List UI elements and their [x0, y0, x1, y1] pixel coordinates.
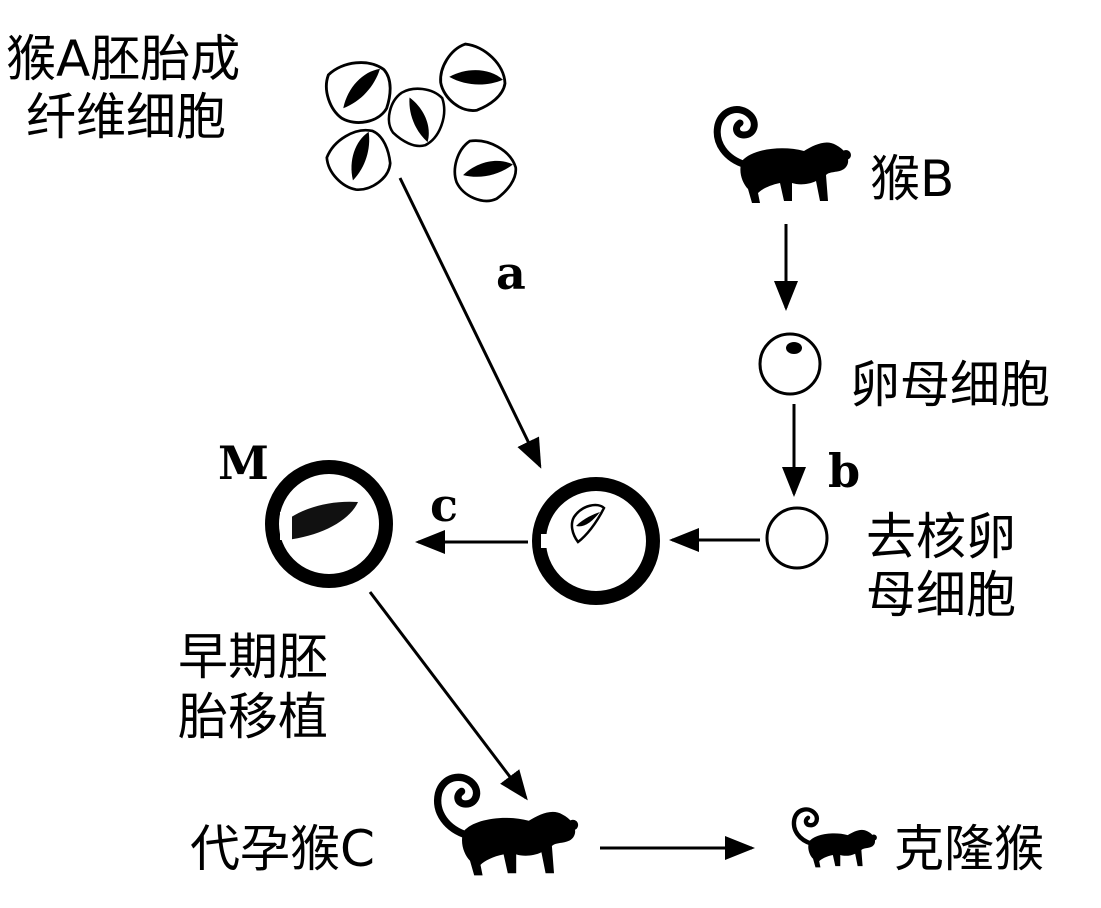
label-surrogate: 代孕猴C — [190, 820, 375, 878]
cloned-monkey-icon — [794, 809, 877, 867]
label-enucleated-line2: 母细胞 — [866, 566, 1016, 624]
fibroblast-cell-icon — [319, 53, 400, 132]
fibroblast-cell-icon — [444, 133, 524, 211]
label-transfer-line2: 胎移植 — [178, 688, 328, 746]
label-monkey-a-cells-line2: 纤维细胞 — [26, 88, 226, 146]
monkey-b-icon — [717, 110, 851, 203]
reconstructed-cell-icon — [532, 477, 660, 605]
step-a-label: a — [496, 246, 526, 300]
arrow-a — [398, 177, 542, 469]
surrogate-monkey-icon — [438, 777, 578, 875]
label-monkey-b: 猴B — [870, 150, 955, 208]
label-enucleated-line1: 去核卵 — [866, 508, 1016, 566]
fibroblast-cell-icon — [383, 82, 450, 151]
label-oocyte: 卵母细胞 — [850, 356, 1050, 414]
label-transfer-line1: 早期胚 — [178, 628, 328, 686]
label-monkey-a-cells-line1: 猴A胚胎成 — [6, 30, 241, 88]
label-clone: 克隆猴 — [894, 820, 1044, 878]
enucleated-oocyte-icon — [765, 506, 829, 570]
arrow-embryo-transfer — [368, 591, 528, 801]
oocyte-icon — [758, 332, 822, 396]
early-embryo-icon — [265, 460, 393, 588]
embryo-m-label: M — [218, 436, 269, 490]
step-b-label: b — [828, 444, 861, 498]
fibroblast-cell-icon — [317, 117, 404, 203]
step-c-label: c — [430, 478, 459, 532]
